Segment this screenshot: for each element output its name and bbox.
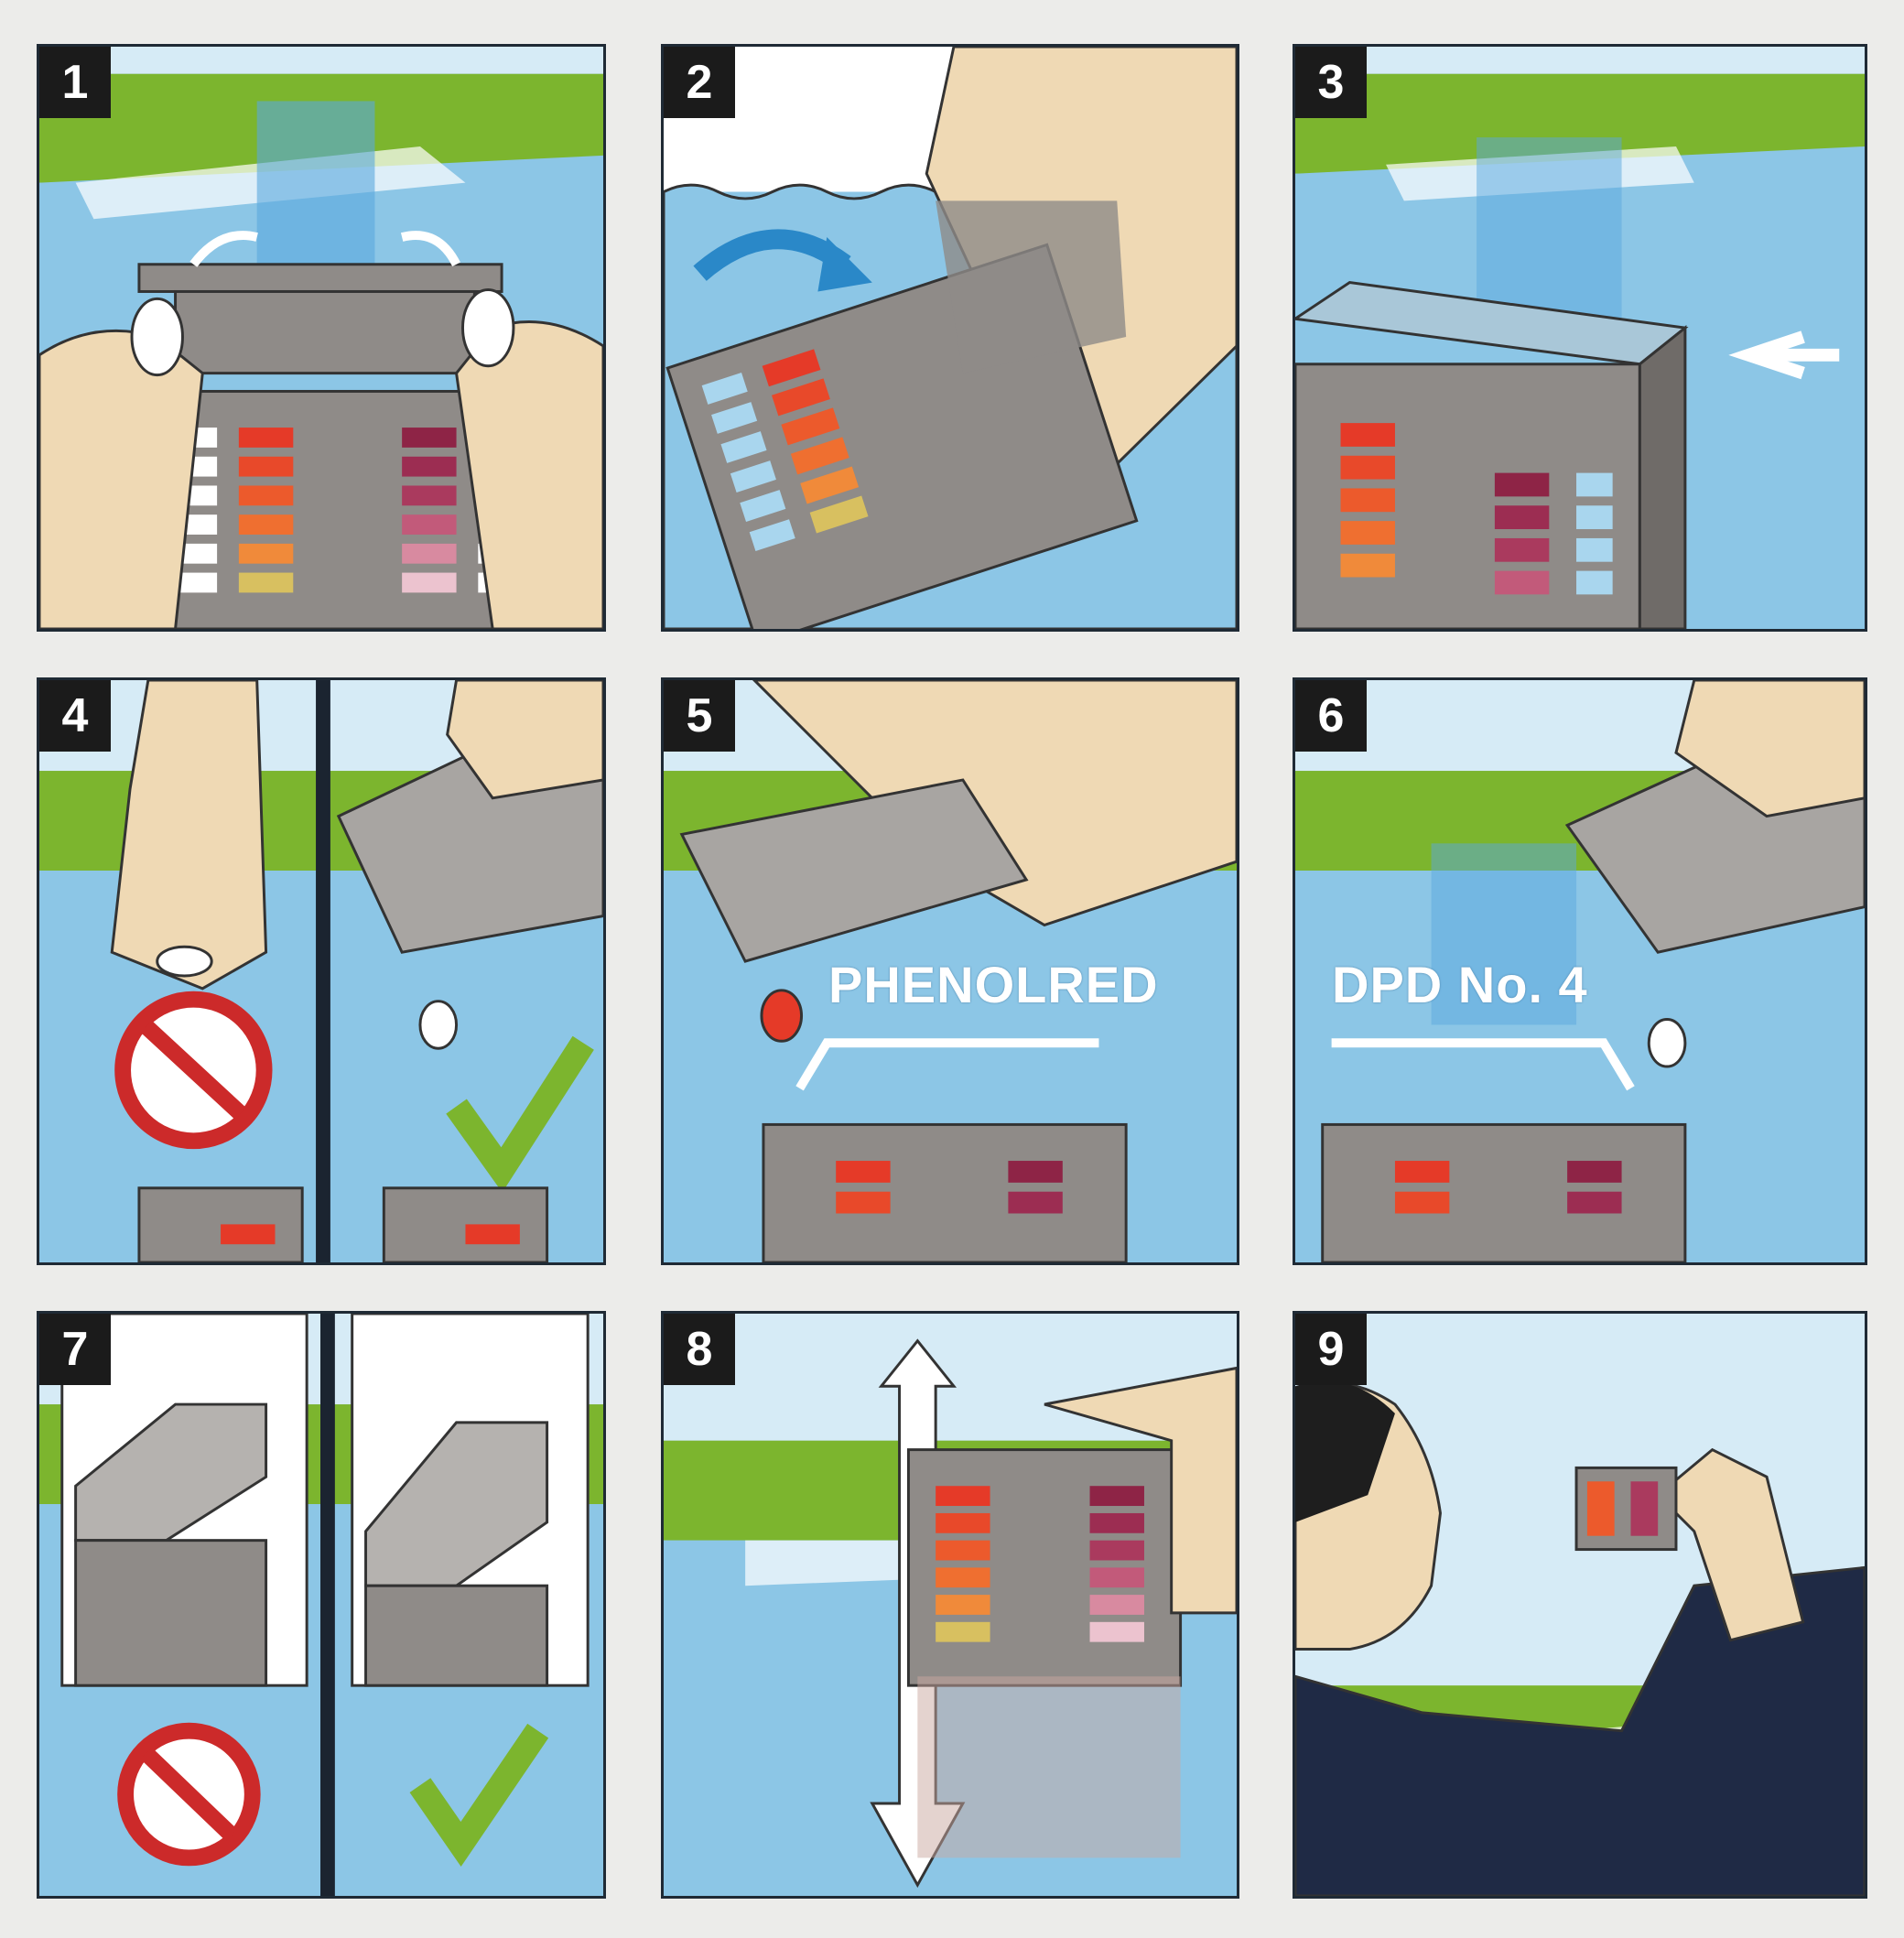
phenolred-label: PHENOLRED [828,956,1159,1013]
step-9-panel: 9 [1293,1311,1867,1899]
divider [320,1314,335,1896]
tablet-dropping [418,1000,459,1050]
open-arrow-right [400,231,460,267]
step-1-panel: 1 [37,44,606,632]
step-7-number: 7 [39,1314,111,1385]
dpd-no4-label: DPD No. 4 [1332,956,1588,1013]
check-icon [409,1723,549,1868]
hand [1655,1447,1805,1642]
purple-swatch-column [402,428,457,593]
step-7-panel: 7 [37,1311,606,1899]
hand-fingers [110,680,268,991]
blister-pack [679,778,1029,963]
person-hair [1295,1380,1395,1522]
step-6-number: 6 [1295,680,1367,752]
step-6-panel: 6 DPD No. 4 [1293,677,1867,1265]
step-1-illustration [39,47,603,629]
hand [1674,680,1865,818]
step-4-illustration [39,680,603,1262]
step-8-illustration [664,1314,1237,1896]
step-5-number: 5 [664,680,735,752]
step-1-number: 1 [39,47,111,118]
step-9-number: 9 [1295,1314,1367,1385]
step-3-illustration [1295,47,1865,629]
step-8-panel: 8 [661,1311,1239,1899]
step-2-panel: 2 [661,44,1239,632]
step-5-panel: 5 PHENOLRED [661,677,1239,1265]
flow-arrow [1728,330,1805,380]
pointer-arrow [1331,1038,1635,1091]
red-swatch-column [238,428,294,593]
step-4-panel: 4 [37,677,606,1265]
step-5-illustration [664,680,1237,1262]
step-3-number: 3 [1295,47,1367,118]
pointer-arrow [795,1038,1099,1091]
dpd-tablet [1647,1018,1687,1068]
left-hand [39,329,204,629]
check-icon [446,1035,594,1193]
step-2-number: 2 [664,47,735,118]
step-3-panel: 3 [1293,44,1867,632]
phenolred-tablet [760,989,804,1043]
right-hand [455,320,603,629]
tablet [156,945,213,978]
tester-device [1321,1122,1687,1262]
step-9-illustration [1295,1314,1865,1896]
step-8-number: 8 [664,1314,735,1385]
step-2-illustration [664,47,1237,629]
divider [316,680,330,1262]
step-7-illustration [39,1314,603,1896]
open-arrow-left [189,231,258,267]
hand [1044,1366,1237,1615]
step-4-number: 4 [39,680,111,752]
tester-device [762,1122,1128,1262]
step-6-illustration [1295,680,1865,1262]
